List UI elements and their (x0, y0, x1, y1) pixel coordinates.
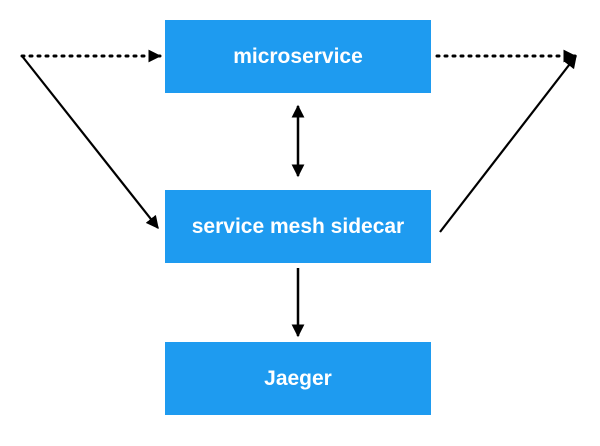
solid-arrow-in-to-sidecar (21, 55, 159, 230)
microservice-label: microservice (233, 44, 363, 68)
microservice-box: microservice (165, 20, 431, 93)
service-mesh-sidecar-box: service mesh sidecar (165, 190, 431, 263)
solid-arrow-sidecar-out (439, 54, 577, 233)
sidecar-label: service mesh sidecar (191, 214, 405, 238)
jaeger-box: Jaeger (165, 342, 431, 415)
jaeger-label: Jaeger (264, 366, 332, 390)
